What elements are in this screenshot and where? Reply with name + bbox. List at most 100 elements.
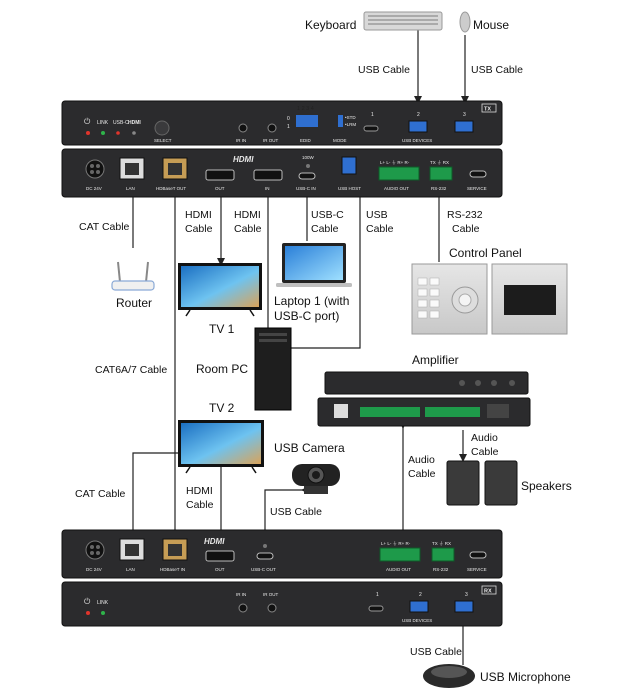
svg-text:Cable: Cable: [234, 223, 262, 235]
usb-camera-label: USB Camera: [274, 441, 345, 455]
tx-rs232-terminal: [429, 166, 453, 181]
svg-text:LAN: LAN: [126, 567, 135, 572]
tv2-label: TV 2: [209, 401, 235, 415]
tx-power-jack: [85, 159, 105, 179]
connection-lines: [129, 30, 469, 665]
svg-text:2: 2: [419, 592, 422, 598]
svg-text:IN: IN: [265, 186, 270, 191]
svg-text:MODE: MODE: [333, 138, 347, 143]
rx-rear-unit: DC 24V LAN HDBaseT IN HDMI OUT USB-C OUT…: [61, 529, 503, 579]
svg-text:DC 24V: DC 24V: [86, 567, 102, 572]
rx-usbc-port-1: [368, 605, 384, 612]
svg-text:100W: 100W: [302, 155, 315, 160]
svg-text:OUT: OUT: [215, 567, 225, 572]
svg-text:Cable: Cable: [452, 223, 480, 235]
svg-text:USB-C OUT: USB-C OUT: [251, 567, 276, 572]
svg-text:USB: USB: [366, 209, 388, 221]
rx-ir-in-port: [238, 603, 248, 613]
svg-text:AUDIO OUT: AUDIO OUT: [384, 186, 409, 191]
laptop-device: [276, 243, 352, 287]
usb-camera-cable: [264, 486, 309, 540]
svg-text:USB HOST: USB HOST: [338, 186, 361, 191]
svg-text:2: 2: [417, 112, 420, 118]
rx-usb-port-2: [409, 600, 429, 613]
svg-text:EDID: EDID: [300, 138, 312, 143]
tx-usb-host-port: [341, 156, 357, 175]
svg-text:RS-232: RS-232: [447, 209, 483, 221]
amplifier-device: [317, 371, 531, 427]
select-button[interactable]: [154, 120, 170, 136]
cat-cable-rx-label: CAT Cable: [75, 488, 126, 500]
tx-power-icon: ⏻: [84, 117, 91, 126]
svg-text:DC 24V: DC 24V: [86, 186, 102, 191]
svg-text:LAN: LAN: [126, 186, 135, 191]
tx-hdmi-out-port: [205, 169, 235, 181]
svg-text:RS-232: RS-232: [431, 186, 447, 191]
svg-text:1: 1: [371, 112, 374, 118]
svg-text:•LRM: •LRM: [345, 122, 356, 127]
usb-camera-device: [292, 464, 340, 494]
usb-cable-mouse-label: USB Cable: [471, 64, 523, 76]
svg-text:HDMI: HDMI: [233, 155, 254, 164]
usb-cable-camera-label: USB Cable: [270, 506, 322, 518]
usb-microphone-label: USB Microphone: [480, 670, 571, 684]
cable-labels: USB Cable USB Cable CAT Cable HDMI Cable…: [75, 64, 523, 658]
svg-text:LINK: LINK: [97, 120, 109, 126]
svg-text:TX ⏚ RX: TX ⏚ RX: [432, 540, 451, 546]
cat6a-cable-label: CAT6A/7 Cable: [95, 364, 167, 376]
svg-text:USB-C: USB-C: [311, 209, 344, 221]
svg-text:HDMI: HDMI: [204, 537, 225, 546]
svg-text:1: 1: [376, 592, 379, 598]
laptop-label-line2: USB-C port): [274, 309, 339, 323]
rx-ir-out-port: [267, 603, 277, 613]
svg-text:USB-C: USB-C: [113, 120, 129, 126]
rx-rs232-terminal: [431, 547, 455, 562]
rx-front-unit: ⏻ LINK IR IN IR OUT 1 2 3 USB DEVICES RX: [61, 581, 503, 627]
control-panel-label: Control Panel: [449, 246, 522, 260]
tx-rear-unit: DC 24V LAN HDBaseT OUT HDMI OUT IN 100W …: [61, 148, 503, 198]
svg-text:USB-C IN: USB-C IN: [296, 186, 316, 191]
router-label: Router: [116, 296, 152, 310]
rx-hdmi-out-port: [205, 550, 235, 562]
svg-text:•STD: •STD: [345, 115, 356, 120]
svg-text:HDMI: HDMI: [186, 485, 213, 497]
room-pc-device: [254, 327, 292, 411]
tx-ir-in-port: [238, 123, 248, 133]
tv2-device: [178, 420, 264, 474]
svg-text:0: 0: [287, 116, 290, 122]
svg-text:SERVICE: SERVICE: [467, 567, 487, 572]
tx-ir-out-port: [267, 123, 277, 133]
svg-text:Audio: Audio: [471, 432, 498, 444]
tx-hdmi-in-port: [253, 169, 283, 181]
svg-text:1 2 3 4: 1 2 3 4: [297, 106, 314, 112]
svg-text:Cable: Cable: [471, 446, 499, 458]
tx-front-unit: ⏻ LINK USB-C HDMI SELECT IR IN IR OUT 1 …: [61, 100, 503, 146]
rx-usb-port-3: [454, 600, 474, 613]
rx-service-port: [469, 551, 487, 559]
keyboard-device: [363, 11, 443, 31]
edid-dip-switch[interactable]: [296, 115, 318, 127]
tx-usb-port-3: [454, 120, 474, 133]
svg-text:LINK: LINK: [97, 600, 109, 606]
svg-text:TX ⏚ RX: TX ⏚ RX: [430, 159, 449, 165]
usb-pc-cable: [290, 186, 364, 349]
svg-text:IR OUT: IR OUT: [263, 592, 279, 597]
usb-microphone-device: [423, 664, 475, 688]
tv1-device: [178, 263, 262, 317]
tx-badge: TX: [484, 107, 491, 113]
svg-text:IR OUT: IR OUT: [263, 138, 279, 143]
svg-text:Cable: Cable: [366, 223, 394, 235]
mode-switch[interactable]: [338, 115, 343, 127]
svg-text:IR IN: IR IN: [236, 138, 246, 143]
svg-text:USB DEVICES: USB DEVICES: [402, 138, 432, 143]
svg-text:HDBaseT OUT: HDBaseT OUT: [156, 186, 186, 191]
svg-text:Cable: Cable: [185, 223, 213, 235]
usb-cable-keyboard-label: USB Cable: [358, 64, 410, 76]
speakers-label: Speakers: [521, 479, 572, 493]
svg-text:1: 1: [287, 124, 290, 130]
svg-text:Cable: Cable: [186, 499, 214, 511]
svg-text:AUDIO OUT: AUDIO OUT: [386, 567, 411, 572]
svg-text:HDBaseT IN: HDBaseT IN: [160, 567, 185, 572]
usb-cable-mic-label: USB Cable: [410, 646, 462, 658]
